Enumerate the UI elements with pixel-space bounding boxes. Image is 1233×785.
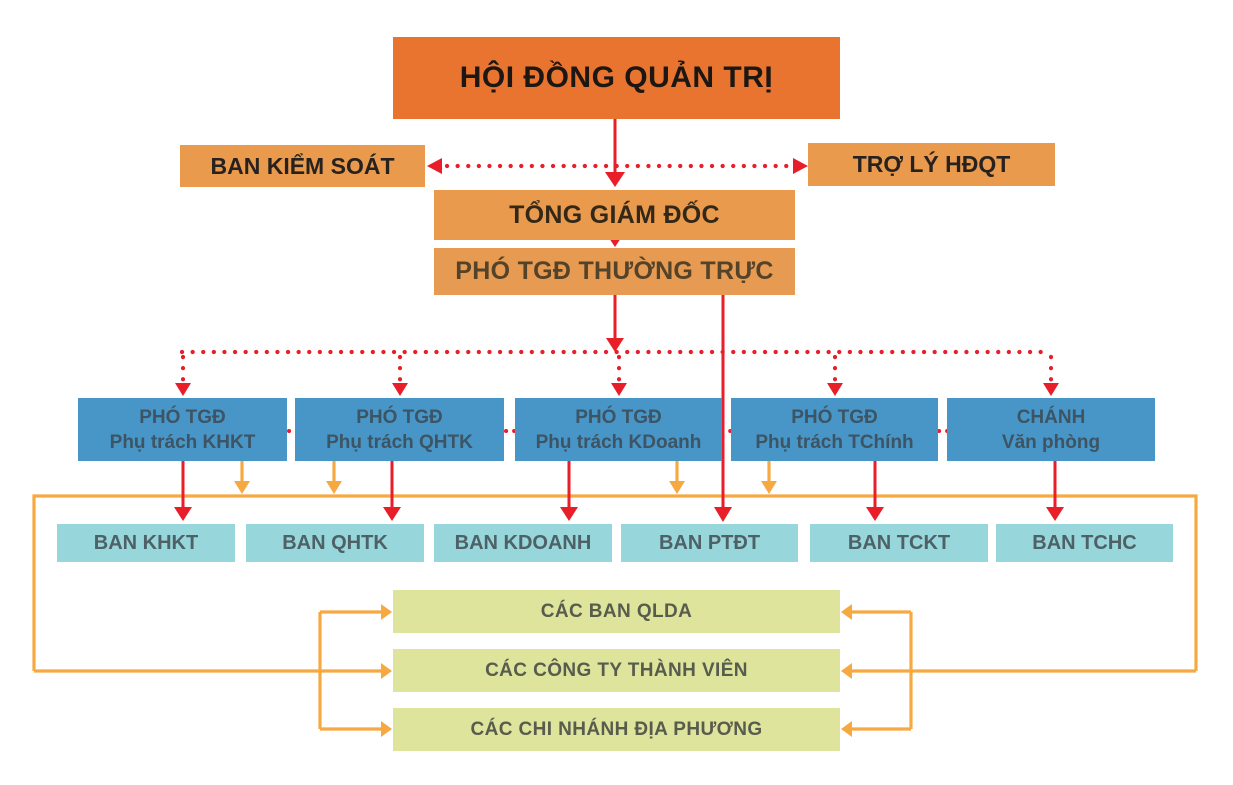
node-board-assistant-label: TRỢ LÝ HĐQT [852,151,1011,177]
deputy-subtitle: Phụ trách KHKT [109,431,256,453]
node-deputy-kdoanh: PHÓ TGĐ Phụ trách KDoanh [515,398,722,461]
node-board-of-directors: HỘI ĐỒNG QUẢN TRỊ [393,37,840,119]
node-ban-tckt: BAN TCKT [810,524,988,562]
dotted-link-supervisory-assistant [427,158,808,174]
department-label: BAN TCHC [1032,531,1137,554]
node-general-director: TỔNG GIÁM ĐỐC [434,190,795,240]
deputy-title: PHÓ TGĐ [356,406,443,428]
node-supervisory-board: BAN KIỂM SOÁT [180,145,425,187]
node-project-management-boards: CÁC BAN QLDA [393,590,840,633]
node-deputy-qhtk: PHÓ TGĐ Phụ trách QHTK [295,398,504,461]
dotted-drop-arrowheads [175,383,1059,396]
node-local-branches: CÁC CHI NHÁNH ĐỊA PHƯƠNG [393,708,840,751]
orange-deputy-drops [234,461,777,494]
department-label: BAN KDOANH [454,531,592,554]
node-ban-khkt: BAN KHKT [57,524,235,562]
deputy-title: CHÁNH [1016,406,1086,428]
arrow-board-to-gd [605,119,625,187]
node-deputy-khkt: PHÓ TGĐ Phụ trách KHKT [78,398,287,461]
department-label: BAN TCKT [847,531,951,554]
node-supervisory-board-label: BAN KIỂM SOÁT [210,152,395,179]
orange-frame-line [32,494,1198,671]
arrows-deputies-to-departments [174,461,1064,521]
department-label: BAN KHKT [93,531,199,554]
deputy-subtitle: Phụ trách QHTK [326,431,473,453]
node-standing-deputy-label: PHÓ TGĐ THƯỜNG TRỰC [455,257,774,285]
deputy-title: PHÓ TGĐ [575,406,662,428]
arrow-sd-to-dotted-line [606,295,624,352]
deputy-subtitle: Văn phòng [1001,431,1101,453]
department-label: BAN QHTK [282,531,388,554]
affiliate-label: CÁC BAN QLDA [540,600,693,622]
node-member-companies: CÁC CÔNG TY THÀNH VIÊN [393,649,840,692]
node-ban-kdoanh: BAN KDOANH [434,524,612,562]
node-board-assistant: TRỢ LÝ HĐQT [808,143,1055,186]
node-deputy-tchinh: PHÓ TGĐ Phụ trách TChính [731,398,938,461]
deputy-subtitle: Phụ trách TChính [755,431,914,453]
affiliate-label: CÁC CÔNG TY THÀNH VIÊN [485,659,748,681]
node-general-director-label: TỔNG GIÁM ĐỐC [509,200,720,229]
deputy-title: PHÓ TGĐ [791,406,878,428]
affiliate-label: CÁC CHI NHÁNH ĐỊA PHƯƠNG [470,718,763,740]
node-chief-of-office: CHÁNH Văn phòng [947,398,1155,461]
node-ban-ptdt: BAN PTĐT [621,524,798,562]
node-ban-tchc: BAN TCHC [996,524,1173,562]
deputy-title: PHÓ TGĐ [139,406,226,428]
dotted-drops-to-deputies [180,354,1054,384]
deputy-subtitle: Phụ trách KDoanh [535,431,702,453]
node-standing-deputy: PHÓ TGĐ THƯỜNG TRỰC [434,248,795,295]
node-ban-qhtk: BAN QHTK [246,524,424,562]
department-label: BAN PTĐT [658,531,761,554]
node-board-label: HỘI ĐỒNG QUẢN TRỊ [459,61,774,94]
